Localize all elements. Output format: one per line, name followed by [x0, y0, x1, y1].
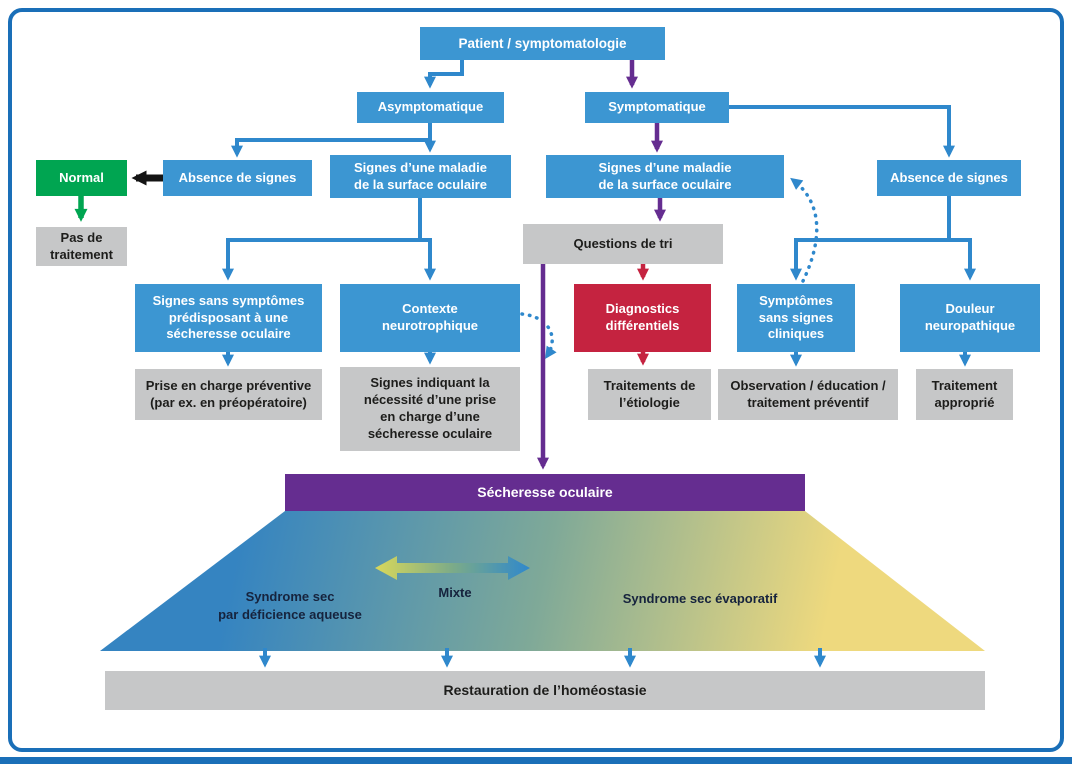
node-traitement-approprie: Traitement approprié: [916, 369, 1013, 420]
diagram-frame: [8, 8, 1064, 752]
node-douleur-neuropathique: Douleur neuropathique: [900, 284, 1040, 352]
node-restauration-homeostasie: Restauration de l’homéostasie: [105, 671, 985, 710]
label-syndrome-sec-evaporatif: Syndrome sec évaporatif: [622, 591, 778, 606]
bottom-rule: [0, 757, 1072, 764]
node-absence-signes-gauche: Absence de signes: [163, 160, 312, 196]
node-contexte-neurotrophique: Contexte neurotrophique: [340, 284, 520, 352]
node-signes-indiquant: Signes indiquant la nécessité d’une pris…: [340, 367, 520, 451]
node-absence-signes-droite: Absence de signes: [877, 160, 1021, 196]
node-asymptomatique: Asymptomatique: [357, 92, 504, 123]
node-observation-education: Observation / éducation / traitement pré…: [718, 369, 898, 420]
node-prise-en-charge-preventive: Prise en charge préventive (par ex. en p…: [135, 369, 322, 420]
node-signes-sans-symptomes: Signes sans symptômes prédisposant à une…: [135, 284, 322, 352]
blue-arrows: [222, 60, 976, 668]
dotted-arrow-contexte-to-secheresse: [520, 312, 557, 359]
node-patient-symptomatologie: Patient / symptomatologie: [420, 27, 665, 60]
arrow-symptomatique-to-absence-signes: [729, 105, 955, 158]
arrow-patient-to-asymptomatique: [424, 60, 464, 89]
label-syndrome-sec-aqueux: Syndrome sec par déficience aqueuse: [218, 589, 362, 622]
mixte-double-arrow: [375, 556, 530, 580]
node-normal: Normal: [36, 160, 127, 196]
node-questions-de-tri: Questions de tri: [523, 224, 723, 264]
arrow-asymptomatique-to-absence-signes: [231, 138, 430, 158]
node-traitements-etiologie: Traitements de l’étiologie: [588, 369, 711, 420]
node-signes-maladie-droite: Signes d’une maladie de la surface ocula…: [546, 155, 784, 198]
purple-arrows: [537, 60, 666, 470]
dotted-arrows: [520, 177, 819, 359]
node-pas-de-traitement: Pas de traitement: [36, 227, 127, 266]
node-diagnostics-differentiels: Diagnostics différentiels: [574, 284, 711, 352]
node-symptomatique: Symptomatique: [585, 92, 729, 123]
dotted-arrow-symptomes-to-signes-maladie: [790, 177, 819, 283]
label-mixte: Mixte: [438, 585, 472, 600]
node-signes-maladie-gauche: Signes d’une maladie de la surface ocula…: [330, 155, 511, 198]
node-symptomes-sans-signes: Symptômes sans signes cliniques: [737, 284, 855, 352]
node-secheresse-oculaire: Sécheresse oculaire: [285, 474, 805, 511]
